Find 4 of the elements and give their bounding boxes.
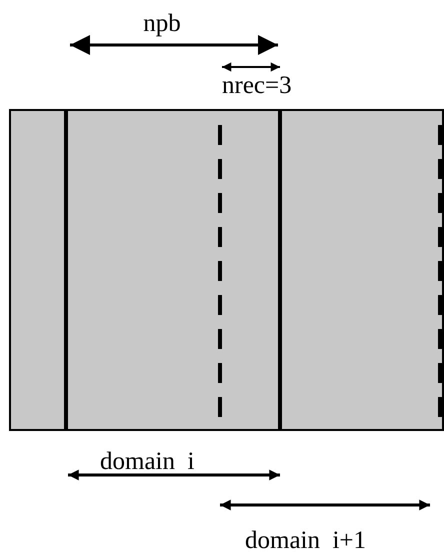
dimension-label: nrec=3 [222,72,292,100]
dimension-label: domain i [100,448,194,476]
dimension-label: domain i+1 [245,527,366,555]
dimension-label: npb [143,10,181,38]
